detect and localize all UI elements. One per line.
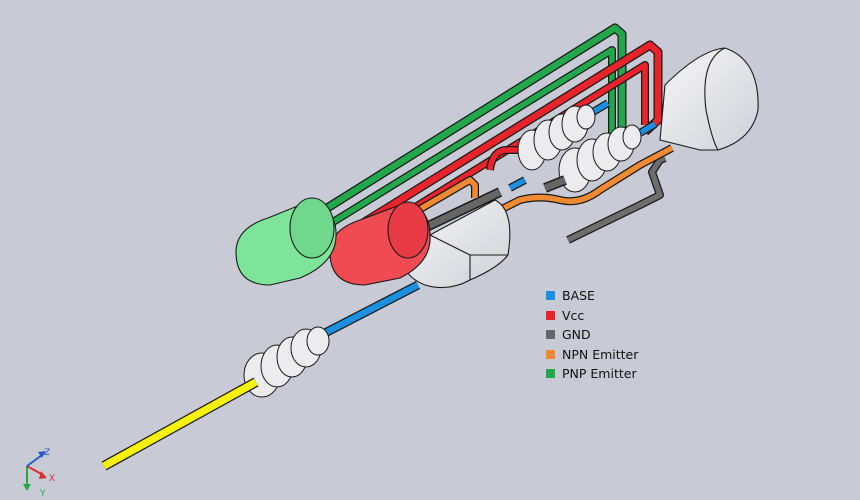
legend-item-base: BASE [546, 286, 638, 306]
legend-swatch-vcc [546, 310, 555, 320]
x-axis-label: X [49, 474, 55, 484]
resistor [517, 104, 596, 171]
legend-item-gnd: GND [546, 325, 638, 345]
legend-label-npn-emitter: NPN Emitter [562, 346, 639, 362]
legend-label-base: BASE [562, 288, 595, 304]
legend-swatch-base [546, 291, 555, 301]
base-wire-front [322, 281, 421, 337]
legend-swatch-gnd [546, 330, 555, 340]
gnd-wire [417, 154, 667, 244]
npn-transistor-body [403, 199, 511, 289]
y-axis-label: Y [39, 489, 46, 499]
wire-color-legend: BASE Vcc GND NPN Emitter PNP Emitter [546, 286, 638, 384]
red-led [329, 201, 431, 286]
axis-triad: Z X Y [23, 448, 55, 499]
base-wire-rear [508, 99, 658, 192]
resistor-2 [558, 124, 642, 193]
rear-connector-body [659, 47, 759, 151]
z-axis-label: Z [44, 448, 50, 458]
legend-label-vcc: Vcc [562, 307, 585, 323]
npn-emitter-wire [407, 144, 674, 219]
legend-label-pnp-emitter: PNP Emitter [562, 366, 637, 382]
yellow-lead [101, 377, 259, 471]
legend-item-npn-emitter: NPN Emitter [546, 345, 638, 365]
green-led [235, 197, 337, 286]
legend-item-vcc: Vcc [546, 306, 638, 326]
legend-item-pnp-emitter: PNP Emitter [546, 364, 638, 384]
legend-swatch-npn-emitter [546, 349, 555, 359]
legend-label-gnd: GND [562, 327, 591, 343]
legend-swatch-pnp-emitter [546, 369, 555, 379]
